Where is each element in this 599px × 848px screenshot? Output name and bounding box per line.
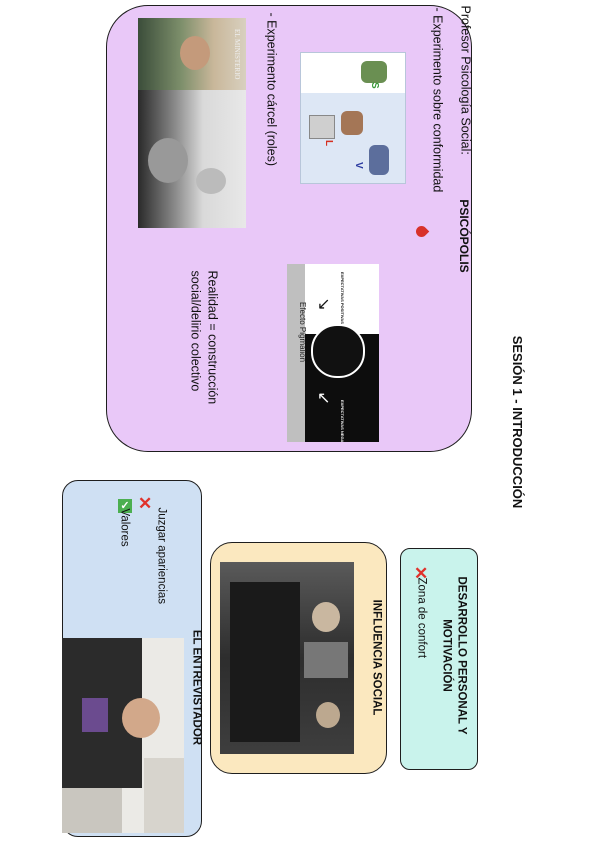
cross-icon: ✕ xyxy=(138,494,153,513)
psicopolis-line1: Profesor Psicología Social: xyxy=(458,5,473,155)
psicopolis-line5: social/delirio colectivo xyxy=(188,270,203,392)
desarrollo-title-2: MOTIVACIÓN xyxy=(440,619,453,692)
influencia-photo xyxy=(220,562,354,754)
psicopolis-line3: - Experimento cárcel (roles) xyxy=(264,12,279,167)
photo-caption: EL MINISTERIO xyxy=(233,29,241,80)
influencia-title: INFLUENCIA SOCIAL xyxy=(370,599,383,716)
milgram-experiment-diagram: S L V xyxy=(300,52,406,184)
entrevistador-photo xyxy=(62,638,184,833)
pigmalion-positive: EXPECTATIVAS POSITIVAS xyxy=(340,272,345,324)
diagram-label-s: S xyxy=(369,82,380,89)
check-icon: ✓ xyxy=(118,499,132,513)
entrevistador-item-2: Valores xyxy=(118,508,131,547)
pigmalion-negative: EXPECTATIVAS NEGATIVAS xyxy=(340,400,345,442)
desarrollo-item: Zona de confort xyxy=(415,577,428,659)
el-ministerio-photo: EL MINISTERIO xyxy=(138,18,246,228)
psicopolis-line4: Realidad = construcción xyxy=(205,270,220,405)
desarrollo-card xyxy=(400,548,478,770)
cross-icon: ✕ xyxy=(414,564,429,583)
arrow-icon: ↖ xyxy=(317,390,331,407)
entrevistador-item-1: Juzgar apariencias xyxy=(155,507,168,605)
pigmalion-effect-graphic: Efecto Pigmalión EXPECTATIVAS POSITIVAS … xyxy=(287,264,379,442)
diagram-label-l: L xyxy=(323,140,334,147)
psicopolis-line2: - Experimento sobre conformidad xyxy=(430,7,445,193)
desarrollo-title-1: DESARROLLO PERSONAL Y xyxy=(455,576,468,735)
arrow-icon: ↙ xyxy=(317,296,331,313)
pigmalion-label: Efecto Pigmalión xyxy=(298,302,307,363)
entrevistador-title: EL ENTREVISTADOR xyxy=(190,629,203,746)
diagram-label-v: V xyxy=(353,162,364,169)
page-title: SESIÓN 1 - INTRODUCCIÓN xyxy=(510,335,525,509)
